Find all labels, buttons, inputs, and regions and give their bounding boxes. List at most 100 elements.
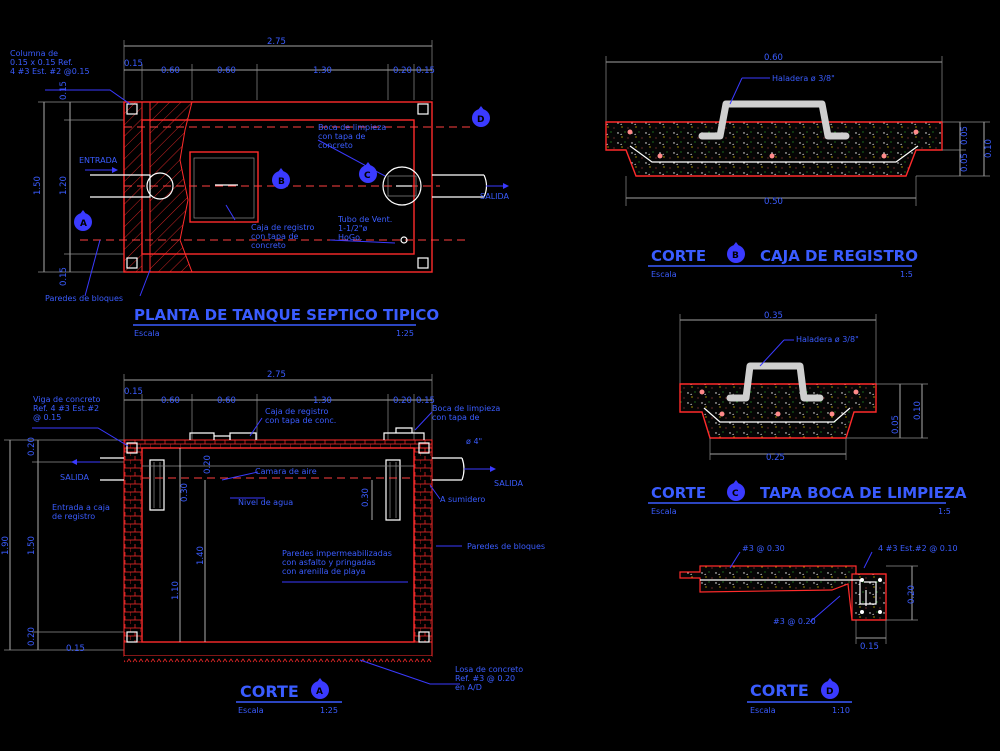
- plan-entrada-label: ENTRADA: [79, 156, 118, 165]
- section-a-marker: A: [311, 678, 329, 699]
- section-a-impermeable-note-3: con arenilla de playa: [282, 567, 366, 576]
- svg-text:D: D: [826, 687, 833, 697]
- section-a-dim-1: 0.15: [124, 387, 143, 397]
- section-a-entrada-note-2: de registro: [52, 512, 95, 521]
- section-c-note: Haladera ø 3/8": [796, 335, 859, 344]
- section-b-view: 0.60 0.50 0.05 0.10 0.05 Haladera ø 3/8"…: [605, 53, 994, 279]
- plan-boca-note-3: concreto: [318, 141, 353, 150]
- plan-tubo-note-2: 1-1/2"ø: [338, 224, 368, 233]
- plan-tubo-note-3: HoGo.: [338, 233, 362, 242]
- plan-dim-total: 2.75: [267, 37, 286, 47]
- section-c-dim-right-2: 0.10: [913, 401, 923, 420]
- plan-salida-label: SALIDA: [480, 192, 510, 201]
- plan-caja-note-1: Caja de registro: [251, 223, 314, 232]
- section-d-note-top-left: #3 @ 0.30: [742, 544, 785, 553]
- section-a-dim-3: 0.60: [217, 396, 236, 406]
- section-a-boca-note-1: Boca de limpieza: [432, 404, 500, 413]
- section-d-dim-right: 0.20: [907, 585, 917, 604]
- plan-section-marker-d: D: [472, 106, 490, 127]
- plan-dim-1: 0.15: [124, 59, 143, 69]
- section-b-scale-label: Escala: [651, 270, 677, 279]
- section-a-dim-6: 0.15: [416, 396, 435, 406]
- section-a-title: CORTE: [240, 682, 299, 701]
- section-a-losa-note-1: Losa de concreto: [455, 665, 523, 674]
- section-b-dim-right-3: 0.05: [960, 153, 970, 172]
- section-c-marker: C: [727, 480, 745, 501]
- plan-dim-left-2: 1.50: [33, 176, 43, 195]
- svg-text:B: B: [732, 251, 739, 261]
- section-a-impermeable-note-2: con asfalto y pringadas: [282, 558, 376, 567]
- section-a-sumidero-note: A sumidero: [440, 495, 485, 504]
- section-a-dim-left-3: 1.50: [27, 536, 37, 555]
- section-a-nivel-note: Nivel de agua: [238, 498, 293, 507]
- section-c-view: 0.35 0.25 0.05 0.10 Haladera ø 3/8" CORT…: [648, 311, 967, 516]
- section-a-entrada-note-1: Entrada a caja: [52, 503, 110, 512]
- section-d-title: CORTE: [750, 681, 809, 700]
- section-a-view: 2.75 0.15 0.60 0.60 1.30 0.20 0.15 0.20 …: [1, 370, 545, 715]
- section-a-dim-left-1: 0.20: [27, 437, 37, 456]
- plan-title: PLANTA DE TANQUE SEPTICO TIPICO: [134, 306, 439, 324]
- plan-dim-6: 0.15: [416, 66, 435, 76]
- section-a-dim-left-4: 0.20: [27, 627, 37, 646]
- section-b-scale: 1:5: [900, 270, 913, 279]
- svg-text:C: C: [364, 171, 371, 181]
- section-b-name: CAJA DE REGISTRO: [760, 247, 918, 265]
- plan-section-marker-a: A: [74, 210, 92, 231]
- section-a-dim-4: 1.30: [313, 396, 332, 406]
- plan-columna-note-3: 4 #3 Est. #2 @0.15: [10, 67, 90, 76]
- section-a-dim-5: 0.20: [393, 396, 412, 406]
- section-c-dim-bottom: 0.25: [766, 453, 785, 463]
- section-c-dim-right-1: 0.05: [891, 415, 901, 434]
- section-a-viga-note-3: @ 0.15: [33, 413, 61, 422]
- section-a-salida-right: SALIDA: [494, 479, 524, 488]
- section-d-note-bottom: #3 @ 0.20: [773, 617, 816, 626]
- section-c-scale-label: Escala: [651, 507, 677, 516]
- plan-dim-left-3: 1.20: [59, 176, 69, 195]
- section-d-view: 0.15 0.20 #3 @ 0.30 4 #3 Est.#2 @ 0.10 #…: [679, 544, 958, 715]
- section-d-marker: D: [821, 678, 839, 699]
- plan-dim-2: 0.60: [161, 66, 180, 76]
- section-a-camara-note: Camara de aire: [255, 467, 317, 476]
- plan-dim-3: 0.60: [217, 66, 236, 76]
- plan-section-marker-b: B: [272, 168, 290, 189]
- section-b-dim-bottom: 0.50: [764, 197, 783, 207]
- section-c-name: TAPA BOCA DE LIMPIEZA: [760, 484, 967, 502]
- section-a-dim-inner-4: 0.30: [180, 483, 190, 502]
- plan-paredes-note: Paredes de bloques: [45, 294, 123, 303]
- section-a-caja-note-1: Caja de registro: [265, 407, 328, 416]
- section-a-impermeable-note-1: Paredes impermeabilizadas: [282, 549, 392, 558]
- section-a-dim-left-2: 1.90: [1, 536, 11, 555]
- section-a-dim-total: 2.75: [267, 370, 286, 380]
- plan-scale-label: Escala: [134, 329, 160, 338]
- section-a-viga-note-1: Viga de concreto: [33, 395, 101, 404]
- section-b-marker: B: [727, 242, 745, 263]
- section-a-dim-inner-2: 1.40: [196, 546, 206, 565]
- section-a-dim-left-5: 0.15: [66, 644, 85, 654]
- section-a-scale: 1:25: [320, 706, 338, 715]
- section-b-note: Haladera ø 3/8": [772, 74, 835, 83]
- plan-tubo-note-1: Tubo de Vent.: [337, 215, 392, 224]
- plan-columna-note-1: Columna de: [10, 49, 58, 58]
- section-a-dim-inner-5: 0.30: [361, 488, 371, 507]
- plan-caja-note-3: concreto: [251, 241, 286, 250]
- section-c-title: CORTE: [651, 484, 706, 502]
- plan-caja-note-2: con tapa de: [251, 232, 299, 241]
- svg-text:D: D: [477, 115, 484, 125]
- section-d-scale-label: Escala: [750, 706, 776, 715]
- section-a-losa-note-2: Ref. #3 @ 0.20: [455, 674, 515, 683]
- section-a-dim-inner-1: 1.10: [171, 581, 181, 600]
- section-c-dim-top: 0.35: [764, 311, 783, 321]
- plan-dim-left-4: 0.15: [59, 267, 69, 286]
- section-b-dim-top: 0.60: [764, 53, 783, 63]
- section-a-dim-inner-3: 0.20: [203, 455, 213, 474]
- section-d-dim-bottom: 0.15: [860, 642, 879, 652]
- section-a-diam-note: ø 4": [466, 437, 482, 446]
- svg-text:A: A: [316, 687, 323, 697]
- plan-dim-left-1: 0.15: [59, 81, 69, 100]
- plan-boca-note-1: Boca de limpieza: [318, 123, 386, 132]
- section-a-viga-note-2: Ref. 4 #3 Est.#2: [33, 404, 99, 413]
- section-d-note-top-right: 4 #3 Est.#2 @ 0.10: [878, 544, 958, 553]
- plan-section-marker-c: C: [359, 162, 377, 183]
- svg-text:A: A: [80, 219, 87, 229]
